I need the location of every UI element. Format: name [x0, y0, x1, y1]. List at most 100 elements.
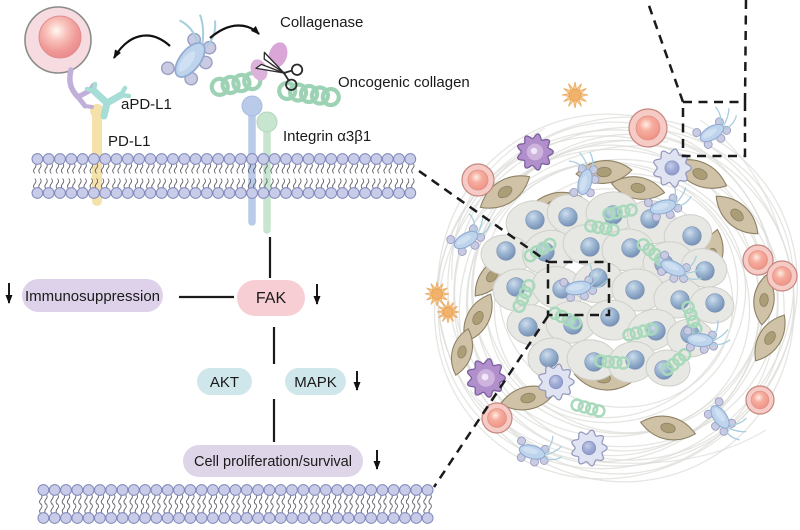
cell-membrane-top	[31, 153, 417, 199]
apdl1-antibody	[84, 81, 132, 120]
tumor-cell-nucleus	[682, 226, 702, 246]
bacterium	[643, 182, 692, 222]
tumor-cell	[480, 234, 532, 276]
tumor-cell-nucleus	[580, 237, 600, 257]
macrophage-purple	[517, 133, 555, 171]
apdl1-label: aPD-L1	[121, 96, 172, 113]
bacterium	[516, 435, 563, 467]
immune-cell-pink	[742, 244, 774, 276]
dendritic-cell-orange	[436, 300, 460, 324]
collagen-fiber	[481, 162, 751, 434]
integrin-receptor	[241, 95, 278, 234]
collagen-helix	[277, 80, 341, 108]
zoom-line	[645, 0, 685, 103]
proliferation-node	[183, 445, 363, 477]
immune-cell-pink	[766, 260, 798, 292]
fibroblast	[499, 385, 557, 411]
zoom-connectors	[418, 0, 748, 488]
release-arrow-left	[113, 34, 171, 59]
bacterium	[568, 151, 600, 198]
tumor-cell-nucleus	[525, 210, 545, 230]
fibroblast	[754, 314, 786, 362]
mapk-node	[285, 368, 346, 395]
dendritic-cell-orange	[561, 81, 589, 109]
tumor-cell-nucleus	[558, 207, 578, 227]
t-cell	[24, 6, 92, 74]
zoom-line	[743, 0, 748, 103]
immunosuppression-node	[22, 279, 163, 312]
pdl1-label: PD-L1	[108, 133, 151, 150]
integrin-label: Integrin α3β1	[283, 128, 371, 145]
tumor-microenvironment	[424, 81, 799, 483]
zoom-line	[418, 169, 549, 264]
collagen-fiber	[437, 129, 795, 467]
tumor-cell	[611, 268, 665, 312]
mechanism-diagram: Collagenase Oncogenic collagen aPD-L1 PD…	[5, 6, 470, 524]
proliferation-label: Cell proliferation/survival	[194, 454, 352, 470]
fak-label: FAK	[256, 290, 287, 307]
akt-node	[197, 368, 252, 395]
collagen-fiber	[599, 429, 767, 464]
scissors-icon	[255, 51, 304, 91]
zoom-box-bacterium	[681, 100, 747, 158]
fibroblast	[753, 274, 775, 326]
cell-membrane-bottom	[37, 484, 434, 524]
collagen-helix	[512, 279, 536, 313]
macrophage-purple	[466, 357, 507, 399]
bacteria-group	[446, 106, 747, 467]
tumor-cell-nucleus	[670, 290, 690, 310]
signaling-cascade: Immunosuppression FAK AKT MAPK Cell prol…	[5, 237, 381, 477]
collagen-helix	[523, 237, 557, 263]
collagen-helix	[602, 203, 638, 221]
bacterium	[703, 397, 747, 441]
collagen-helix	[584, 219, 620, 237]
bacterium	[692, 106, 738, 149]
tumor-cell-nucleus	[539, 348, 559, 368]
release-arrow-right	[209, 24, 260, 39]
bacterium	[559, 264, 608, 302]
oncogenic-collagen-label: Oncogenic collagen	[338, 74, 470, 91]
tumor-cell-nucleus	[705, 293, 725, 313]
tumor-cell-nucleus	[625, 280, 645, 300]
dendritic-cell-lavender	[653, 148, 693, 188]
bacterium	[657, 250, 704, 283]
collagenase-label: Collagenase	[280, 14, 363, 31]
immune-cell-pink	[745, 385, 775, 415]
collagen-helix	[593, 354, 631, 370]
fibroblast	[639, 415, 697, 441]
collagen-fiber	[485, 172, 747, 424]
akt-label: AKT	[210, 374, 239, 391]
tumor-cell	[680, 248, 728, 288]
immunosuppression-label: Immunosuppression	[25, 288, 160, 305]
immune-cell-pink	[461, 163, 495, 197]
pd1-receptor	[67, 67, 95, 109]
collagen-fiber	[437, 113, 795, 483]
fibroblast	[463, 293, 493, 343]
immune-cell-group	[424, 81, 798, 467]
tumor-cell	[506, 304, 558, 346]
oncogenic-collagen-coils	[512, 203, 703, 418]
tumor-cell-nucleus	[695, 261, 715, 281]
dendritic-cell-orange	[424, 281, 450, 307]
zoom-line	[432, 315, 550, 488]
tumor-cell	[562, 224, 614, 266]
immune-cell-pink	[481, 402, 513, 434]
dendritic-cell-lavender	[538, 363, 575, 401]
collagen-fiber	[433, 116, 799, 480]
tumor-cell-cluster	[480, 191, 735, 387]
oncogenic-collagen-helix	[209, 71, 341, 108]
tumor-cell-nucleus	[625, 350, 645, 370]
zoom-box-tumor	[546, 260, 611, 317]
dendritic-cell-lavender	[571, 429, 608, 467]
immune-cell-pink	[628, 108, 668, 148]
mapk-label: MAPK	[294, 374, 337, 391]
collagen-helix	[622, 322, 658, 342]
bacterium	[683, 320, 731, 354]
fibroblast	[451, 328, 473, 376]
tumor-cell-nucleus	[496, 241, 516, 261]
tumor-cell	[527, 337, 577, 379]
tumor-cell-nucleus	[600, 307, 620, 327]
fibroblast	[715, 195, 759, 235]
